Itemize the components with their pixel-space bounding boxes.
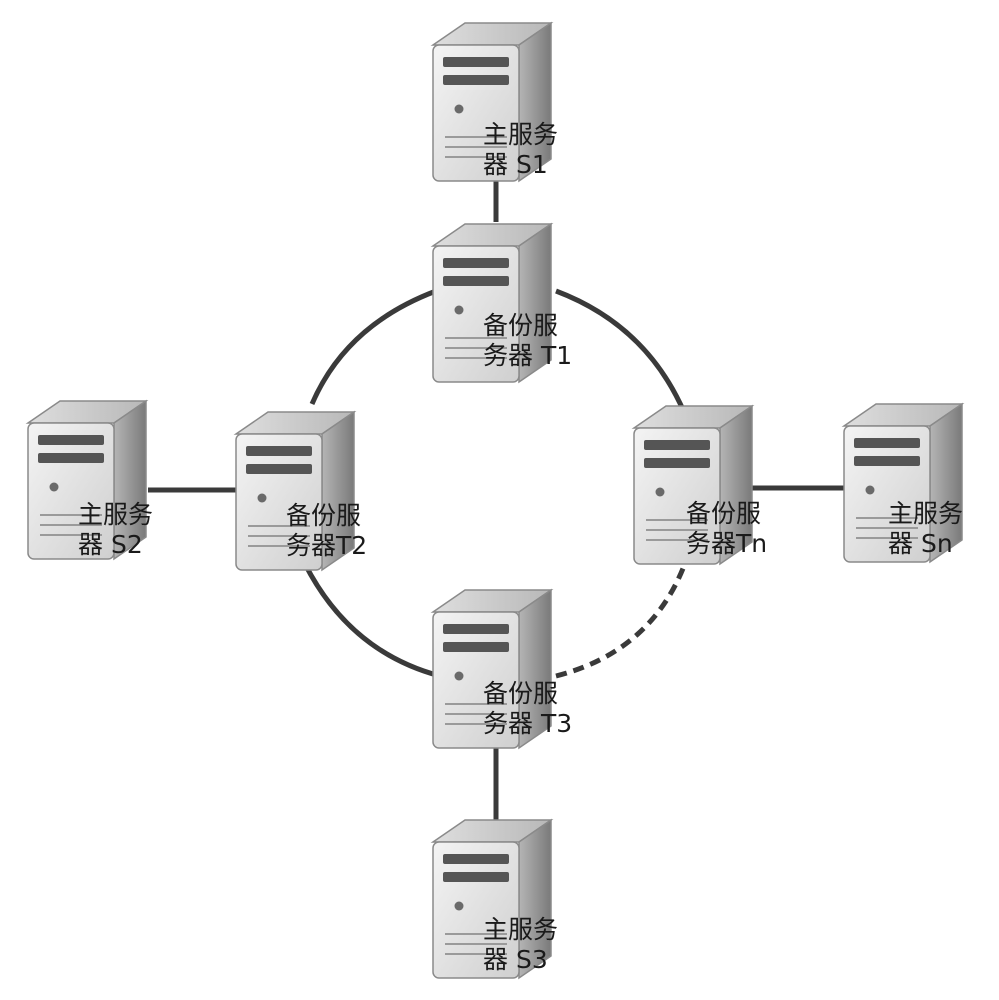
- server-icon: [430, 818, 554, 980]
- server-label-line: 主服务: [78, 500, 153, 529]
- server-label-S2: 主服务 器 S2: [78, 500, 161, 559]
- ring-arc-T2-T3: [302, 562, 441, 679]
- server-label-line: 备份服: [483, 679, 558, 708]
- server-icon: [631, 404, 755, 566]
- server-label-line: 备份服: [483, 311, 558, 340]
- server-icon: [430, 588, 554, 750]
- links-layer: [148, 176, 846, 822]
- ring-arc-T3-Tn: [555, 565, 687, 679]
- server-label-line: 务器 T3: [483, 709, 572, 738]
- server-S1: 主服务 器 S1: [430, 21, 566, 183]
- server-label-line: 器 S2: [78, 530, 143, 559]
- server-label-S3: 主服务 器 S3: [483, 915, 566, 974]
- server-label-T1: 备份服 务器 T1: [483, 311, 572, 370]
- server-label-line: 器 S1: [483, 150, 548, 179]
- server-T3: 备份服 务器 T3: [430, 588, 572, 750]
- server-label-S1: 主服务 器 S1: [483, 120, 566, 179]
- server-label-line: 主服务: [483, 120, 558, 149]
- server-label-line: 器 S3: [483, 945, 548, 974]
- server-label-line: 主服务: [888, 499, 963, 528]
- server-icon: [841, 402, 965, 564]
- server-icon: [430, 21, 554, 183]
- server-Tn: 备份服 务器Tn: [631, 404, 769, 566]
- ring-arc-T1-Tn: [555, 288, 687, 414]
- server-label-T2: 备份服 务器T2: [286, 501, 369, 560]
- server-label-line: 备份服: [686, 499, 761, 528]
- server-label-line: 主服务: [483, 915, 558, 944]
- server-label-line: 务器T2: [286, 531, 367, 560]
- server-S3: 主服务 器 S3: [430, 818, 566, 980]
- server-icon: [25, 399, 149, 561]
- server-label-line: 务器Tn: [686, 529, 767, 558]
- server-label-line: 备份服: [286, 501, 361, 530]
- server-label-T3: 备份服 务器 T3: [483, 679, 572, 738]
- server-icon: [430, 222, 554, 384]
- server-S2: 主服务 器 S2: [25, 399, 161, 561]
- server-icon: [233, 410, 357, 572]
- server-T1: 备份服 务器 T1: [430, 222, 572, 384]
- server-label-line: 器 Sn: [888, 529, 953, 558]
- server-label-Tn: 备份服 务器Tn: [686, 499, 769, 558]
- server-Sn: 主服务 器 Sn: [841, 402, 971, 564]
- server-label-Sn: 主服务 器 Sn: [888, 499, 971, 558]
- ring-arc-T1-T2: [309, 288, 437, 405]
- server-label-line: 务器 T1: [483, 341, 572, 370]
- server-T2: 备份服 务器T2: [233, 410, 369, 572]
